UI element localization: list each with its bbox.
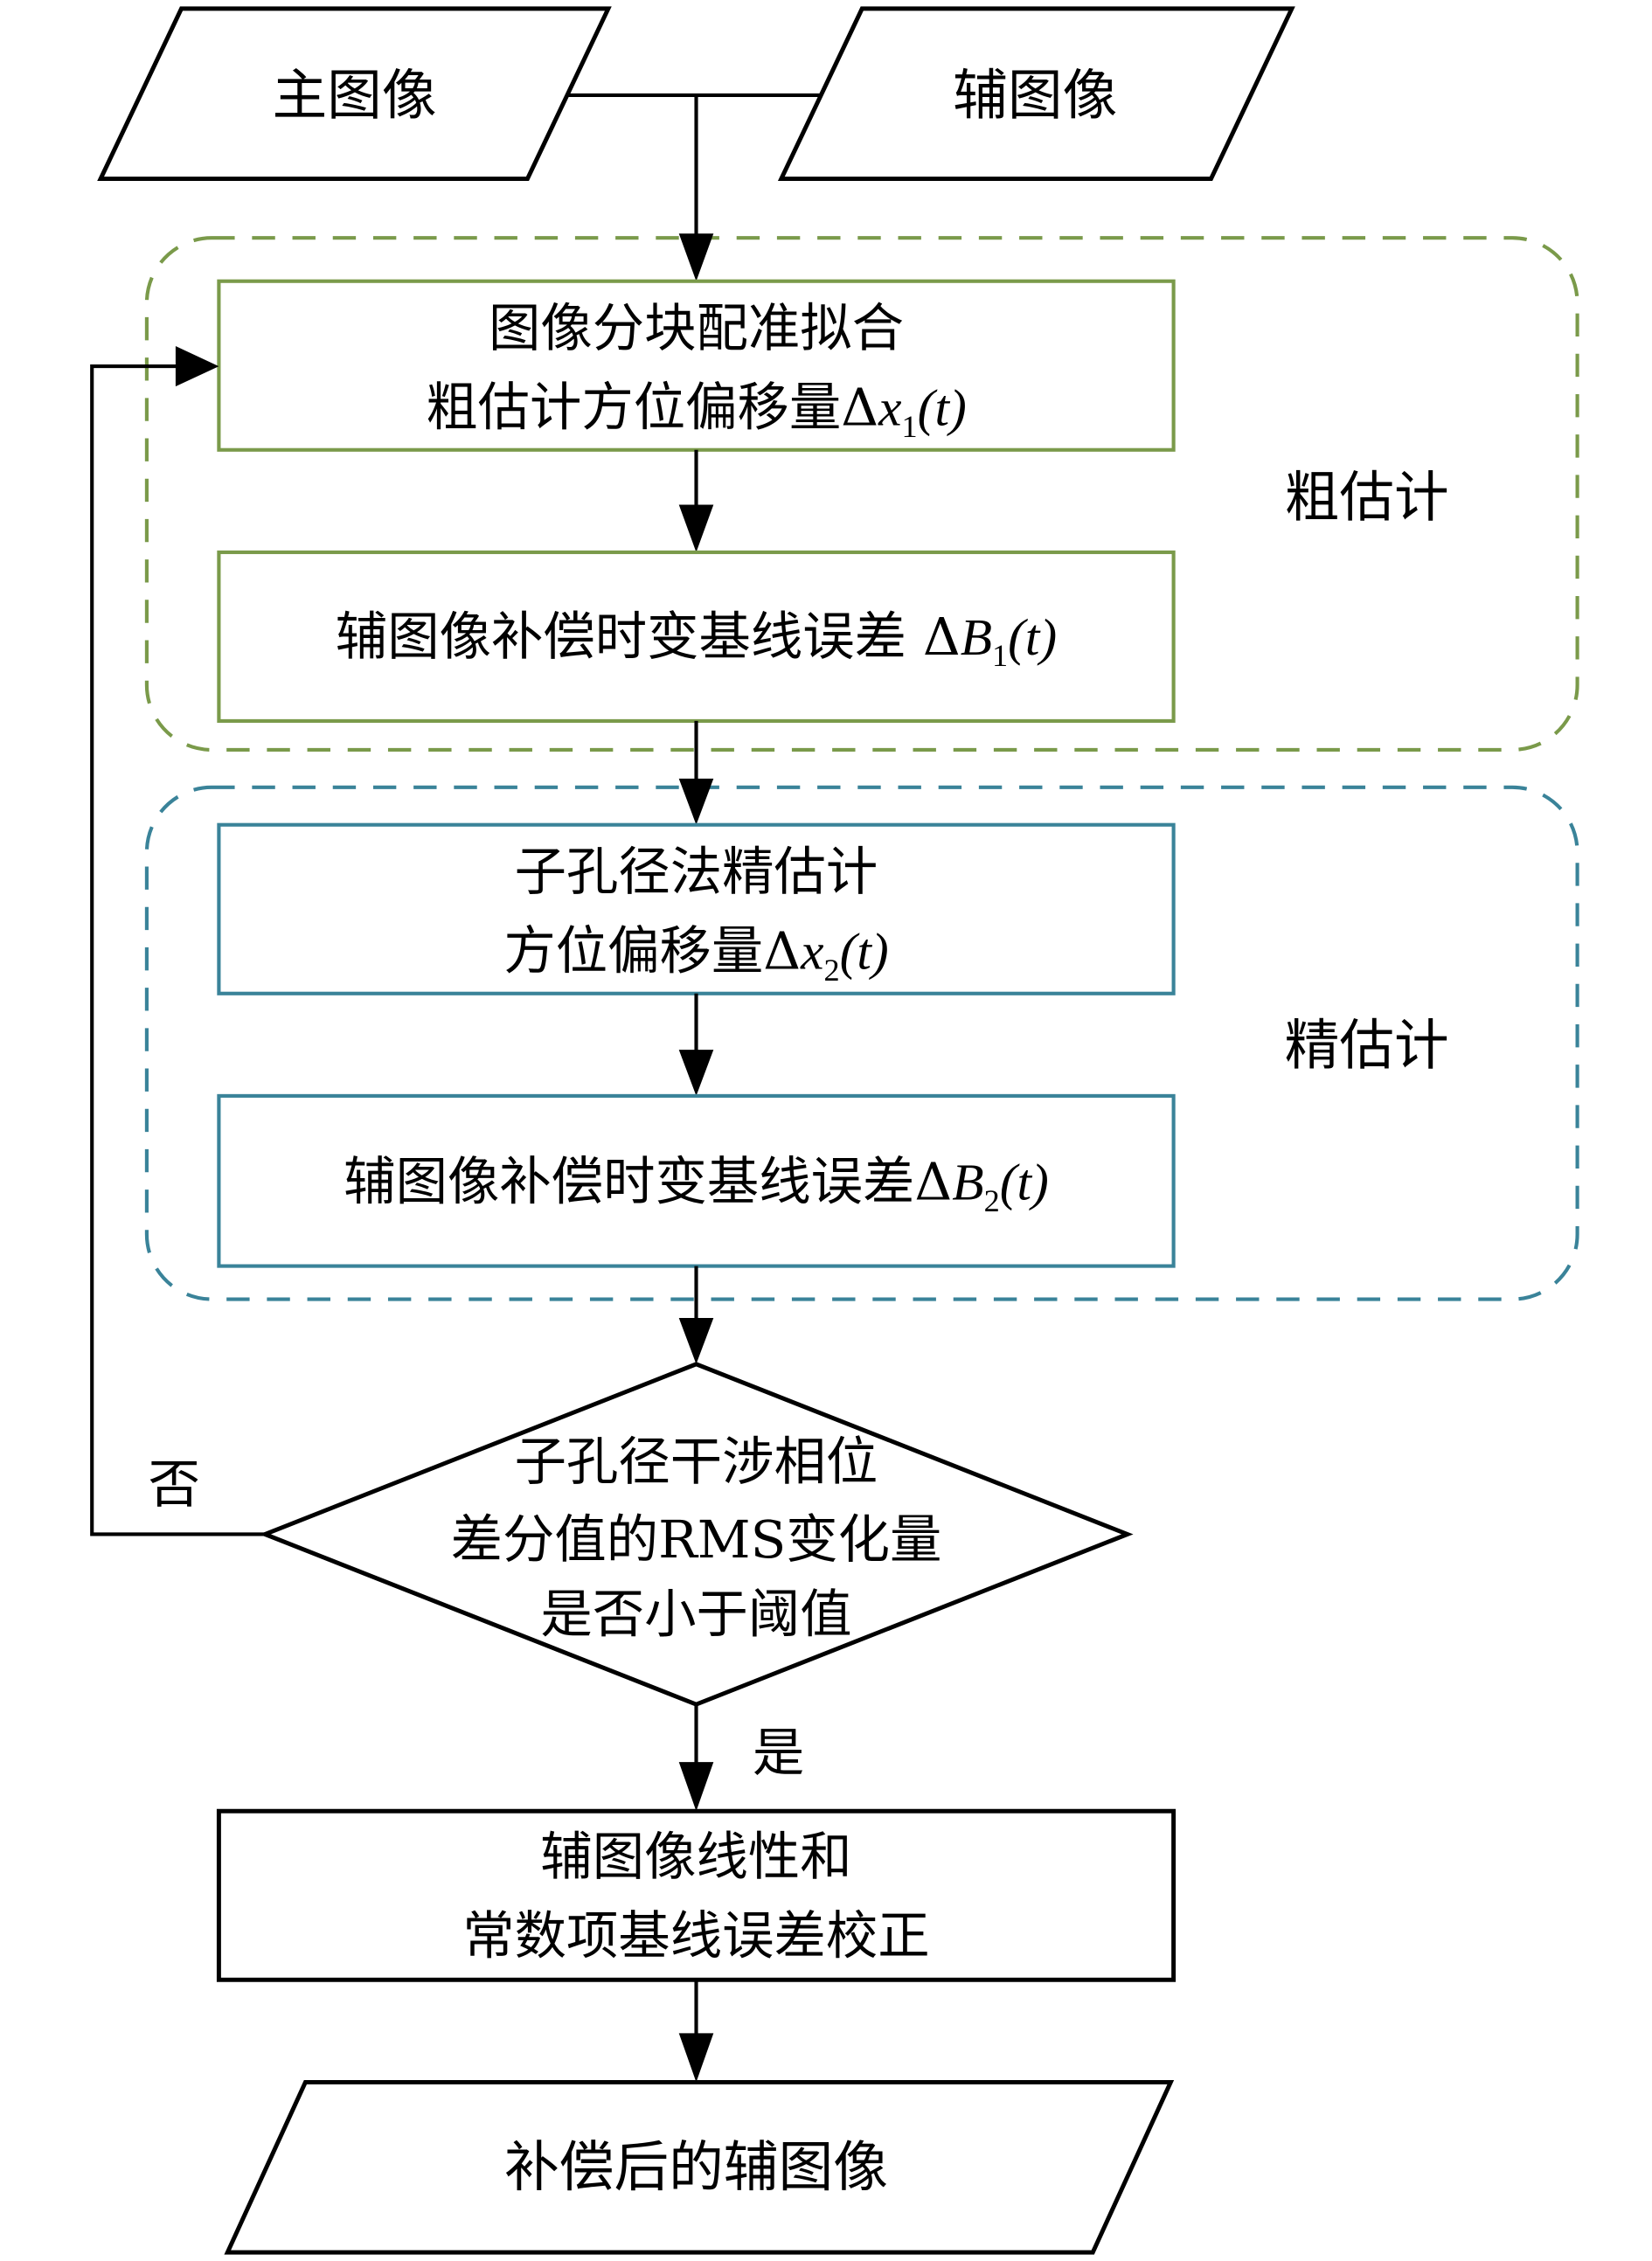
arrowhead-icon xyxy=(678,504,714,552)
decision-line3: 是否小于阈值 xyxy=(540,1585,851,1646)
arrowhead-icon xyxy=(678,1317,714,1364)
arrowhead-icon xyxy=(678,1050,714,1096)
correction-line1: 辅图像线性和 xyxy=(540,1828,851,1888)
arrowhead-icon xyxy=(678,1762,714,1812)
coarse-compensation-text: 辅图像补偿时变基线误差 ΔB1(t) xyxy=(336,607,1057,673)
arrowhead-icon xyxy=(175,345,219,387)
yes-branch-label: 是 xyxy=(753,1723,804,1784)
compensated-slave-image-output xyxy=(224,2079,1175,2255)
fine-subaperture-line1: 子孔径法精估计 xyxy=(515,843,878,903)
fine-compensation-box xyxy=(217,1093,1176,1268)
master-image-input xyxy=(97,6,612,182)
baseline-correction-box xyxy=(216,1808,1177,1982)
fine-subaperture-box xyxy=(217,822,1176,995)
coarse-estimation-group xyxy=(144,236,1579,752)
fine-estimation-label: 精估计 xyxy=(1285,1014,1449,1078)
coarse-estimation-label: 粗估计 xyxy=(1285,466,1449,530)
master-image-label: 主图像 xyxy=(272,63,436,127)
slave-image-label: 辅图像 xyxy=(953,63,1117,127)
correction-line2: 常数项基线误差校正 xyxy=(462,1907,929,1967)
output-label: 补偿后的辅图像 xyxy=(504,2135,888,2199)
coarse-registration-line2: 粗估计方位偏移量Δx1(t) xyxy=(426,378,966,444)
arrowhead-icon xyxy=(678,778,714,825)
arrowhead-icon xyxy=(678,233,714,281)
fine-compensation-text: 辅图像补偿时变基线误差ΔB2(t) xyxy=(344,1153,1049,1218)
coarse-compensation-box xyxy=(217,550,1176,723)
coarse-registration-line1: 图像分块配准拟合 xyxy=(489,299,904,359)
fine-estimation-group xyxy=(144,785,1579,1301)
decision-line2: 差分值的RMS变化量 xyxy=(451,1510,942,1571)
fine-subaperture-line2: 方位偏移量Δx2(t) xyxy=(503,922,888,988)
no-branch-label: 否 xyxy=(149,1455,200,1515)
arrowhead-icon xyxy=(678,2033,714,2083)
no-branch-connector xyxy=(90,364,266,1536)
slave-image-input xyxy=(777,6,1295,182)
decision-line1: 子孔径干涉相位 xyxy=(515,1432,878,1493)
